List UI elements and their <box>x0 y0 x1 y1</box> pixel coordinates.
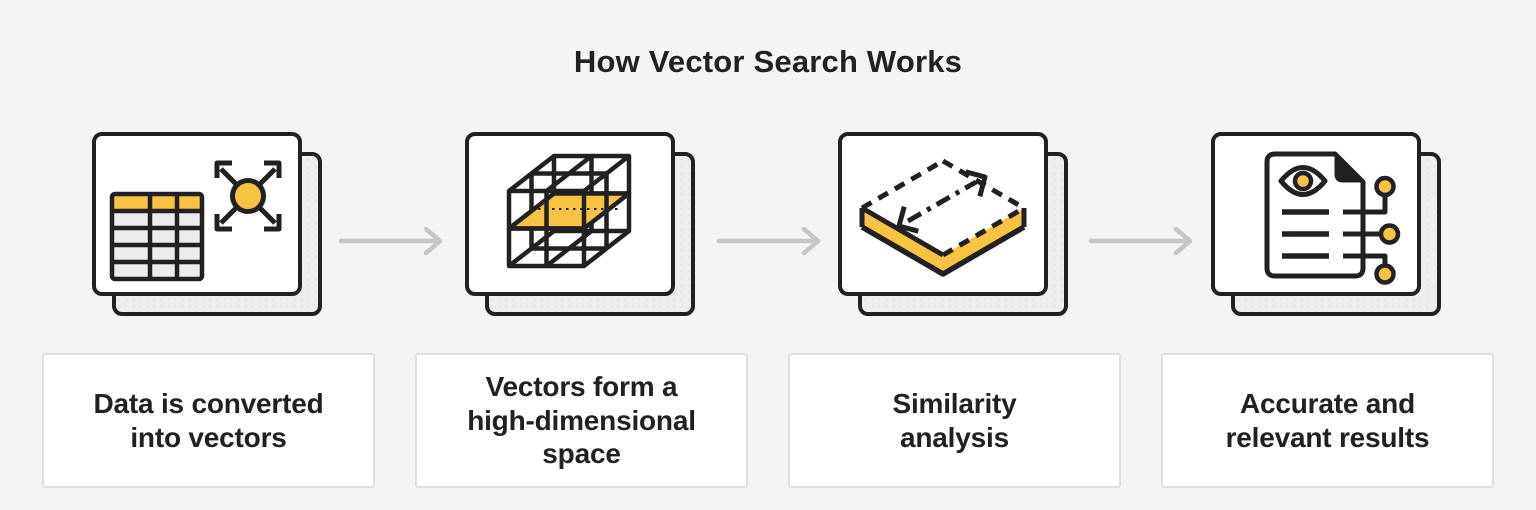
similarity-plane-icon <box>859 158 1027 277</box>
step-label-box: Similarity analysis <box>788 353 1121 488</box>
step-label-box: Data is converted into vectors <box>42 353 375 488</box>
step-label: Similarity analysis <box>892 387 1017 453</box>
step-label: Data is converted into vectors <box>93 387 324 453</box>
flow-arrow-icon <box>1088 226 1193 256</box>
step-card <box>1211 132 1421 296</box>
step-column-2: Vectors form a high-dimensional space <box>415 0 748 510</box>
step-label-box: Accurate and relevant results <box>1161 353 1494 488</box>
step-label: Vectors form a high-dimensional space <box>467 371 696 470</box>
step-column-4: Accurate and relevant results <box>1161 0 1494 510</box>
step-label: Accurate and relevant results <box>1225 387 1430 453</box>
step-label-box: Vectors form a high-dimensional space <box>415 353 748 488</box>
step-column-1: Data is converted into vectors <box>42 0 375 510</box>
step-card <box>465 132 675 296</box>
results-document-icon <box>1264 151 1401 285</box>
diagram-title: How Vector Search Works <box>573 44 963 79</box>
flow-arrow-icon <box>338 226 443 256</box>
step-column-3: Similarity analysis <box>788 0 1121 510</box>
table-vectors-icon <box>109 160 282 282</box>
step-card <box>838 132 1048 296</box>
flow-arrow-icon <box>716 226 821 256</box>
step-card <box>92 132 302 296</box>
dimensional-cube-icon <box>506 153 632 269</box>
